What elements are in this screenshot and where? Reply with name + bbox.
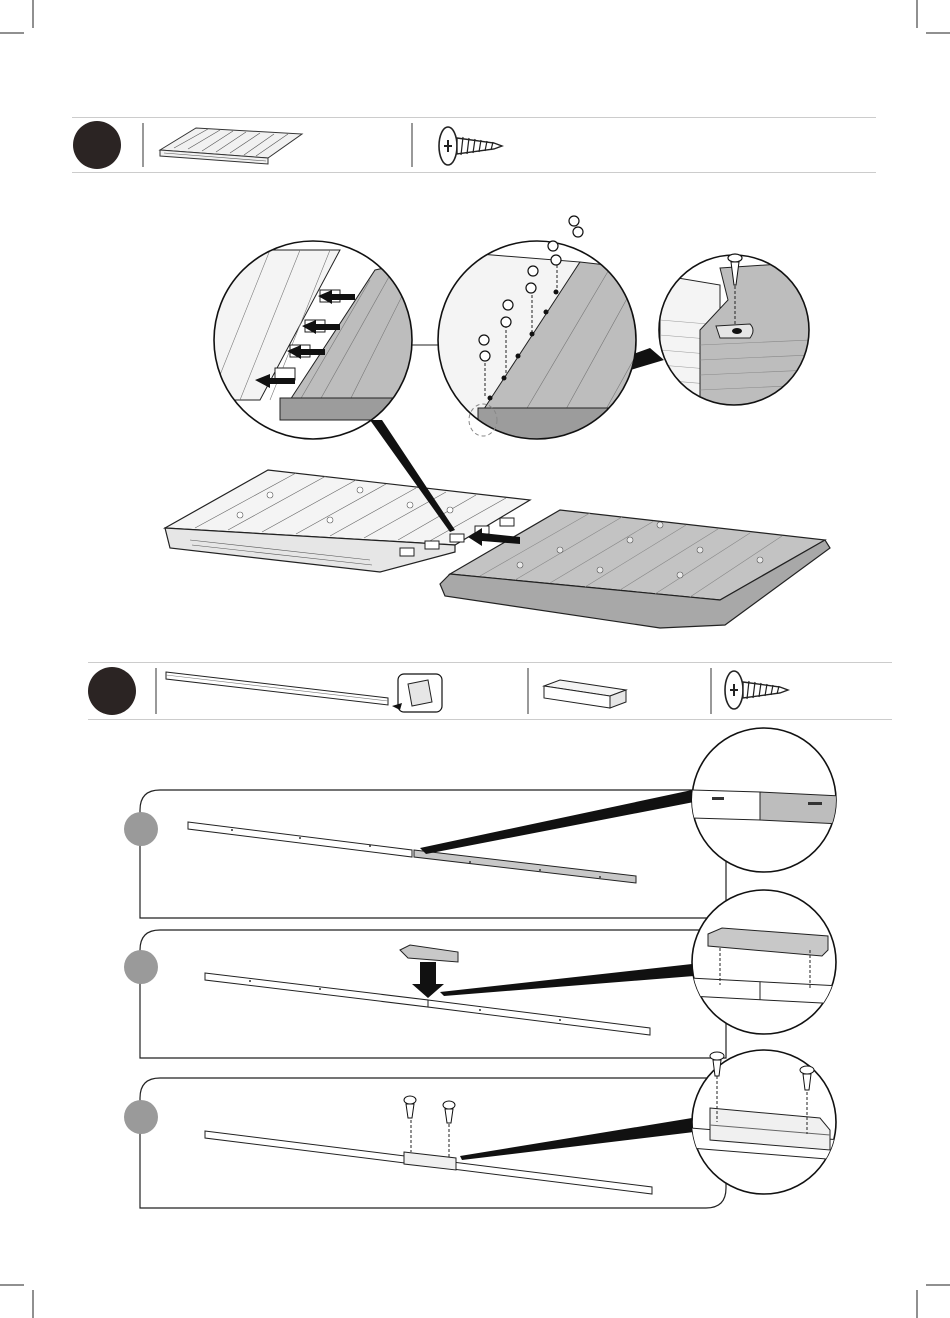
magnifier-rail-join bbox=[690, 728, 840, 872]
magnifier-bracket-screw bbox=[690, 1050, 840, 1194]
magnifier-screw-detail bbox=[659, 254, 810, 410]
step-2-badge bbox=[88, 667, 136, 715]
substep-b-panel bbox=[124, 930, 726, 1058]
step-2-illustration bbox=[100, 725, 850, 1225]
substep-a-panel bbox=[124, 790, 726, 918]
step-1-badge bbox=[73, 121, 121, 169]
magnifier-screw-row bbox=[430, 216, 650, 440]
floor-panel-left bbox=[165, 470, 530, 572]
magnifier-tongue-groove bbox=[200, 241, 420, 439]
floor-panel-part-icon bbox=[156, 124, 306, 168]
screw-part-icon bbox=[436, 124, 506, 168]
step-1-illustration bbox=[150, 205, 850, 645]
rail-part-icon bbox=[160, 668, 450, 716]
substep-c-panel bbox=[124, 1078, 726, 1208]
screw-part-icon-2 bbox=[722, 668, 792, 712]
bracket-part-icon bbox=[540, 676, 630, 712]
floor-panel-right bbox=[440, 510, 830, 628]
magnifier-bracket-place bbox=[690, 890, 840, 1034]
